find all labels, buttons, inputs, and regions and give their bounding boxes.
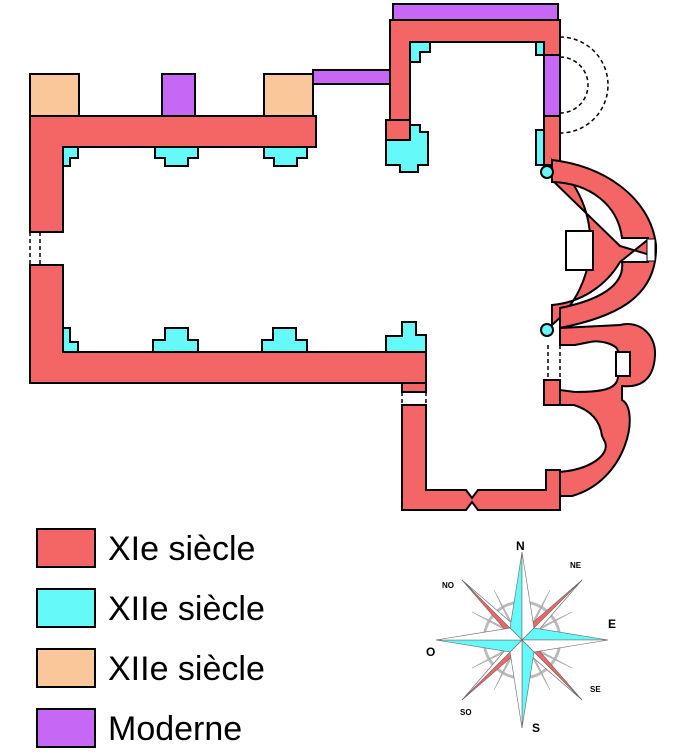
column-n <box>540 165 554 179</box>
nave-south-wall <box>29 264 427 384</box>
pilaster-n3 <box>385 124 429 173</box>
north-transept-wall <box>389 19 561 121</box>
legend-swatch-xiie <box>36 588 96 628</box>
compass-no: NO <box>442 581 454 590</box>
dashed-apse-inner <box>559 56 589 114</box>
altar <box>565 230 594 271</box>
compass-se: SE <box>590 685 601 694</box>
compass-e: E <box>608 617 616 631</box>
modern-buttress <box>161 73 196 117</box>
compass-cardinal-points <box>435 551 609 729</box>
modern-east-block <box>543 54 561 117</box>
south-chapel-wall <box>557 323 657 497</box>
south-transept-wall <box>401 404 561 511</box>
openings <box>29 36 609 405</box>
compass-so: SO <box>460 708 472 717</box>
xie-siecle-walls <box>29 19 658 511</box>
compass-diagonal-points <box>461 579 583 701</box>
compass-n: N <box>516 540 525 553</box>
legend-label-xiie-light: XIIe siècle <box>108 650 265 688</box>
pilaster-s2 <box>261 327 308 353</box>
legend-item-moderne: Moderne <box>36 708 336 750</box>
legend-item-xiie: XIIe siècle <box>36 588 336 630</box>
legend-swatch-xie <box>36 528 96 568</box>
column-s <box>540 323 554 337</box>
pilaster-ne-right <box>535 41 545 56</box>
modern-passage <box>312 69 391 85</box>
buttress-north <box>263 73 314 117</box>
moderne-additions <box>161 3 561 117</box>
north-transept-east-pier <box>543 115 561 166</box>
nave-north-wall <box>29 115 317 233</box>
apse-window <box>646 238 656 262</box>
legend-item-xiie-light: XIIe siècle <box>36 648 336 690</box>
pilaster-n1 <box>154 146 199 167</box>
pilaster-s1 <box>152 327 199 353</box>
pilaster-e <box>535 129 545 166</box>
legend-label-xiie: XIIe siècle <box>108 590 265 628</box>
side-altar <box>615 351 631 377</box>
legend-label-xie: XIe siècle <box>108 530 256 568</box>
modern-north-strip <box>392 3 559 21</box>
south-transept-east <box>543 379 561 406</box>
pilaster-n2 <box>263 146 308 167</box>
pilaster-sw <box>62 327 79 353</box>
xiie-siecle-pilasters <box>62 41 554 353</box>
pilaster-s3 <box>385 321 427 353</box>
compass-s: S <box>532 721 540 735</box>
dashed-apse-outer <box>559 36 609 134</box>
legend-swatch-moderne <box>36 708 96 748</box>
buttress-west <box>29 73 80 117</box>
compass-ne: NE <box>570 561 582 570</box>
legend-item-xie: XIe siècle <box>36 528 336 570</box>
legend-swatch-xiie-light <box>36 648 96 688</box>
south-transept-pier <box>401 382 427 393</box>
compass-o: O <box>426 645 435 659</box>
pilaster-ne-corner <box>409 41 431 63</box>
xiie-siecle-buttresses <box>29 73 314 117</box>
north-transept-inner-pier <box>385 119 411 141</box>
pilaster-nw <box>62 146 79 167</box>
legend-label-moderne: Moderne <box>108 710 243 748</box>
compass-rose: N NE E SE S SO O NO <box>426 540 616 735</box>
